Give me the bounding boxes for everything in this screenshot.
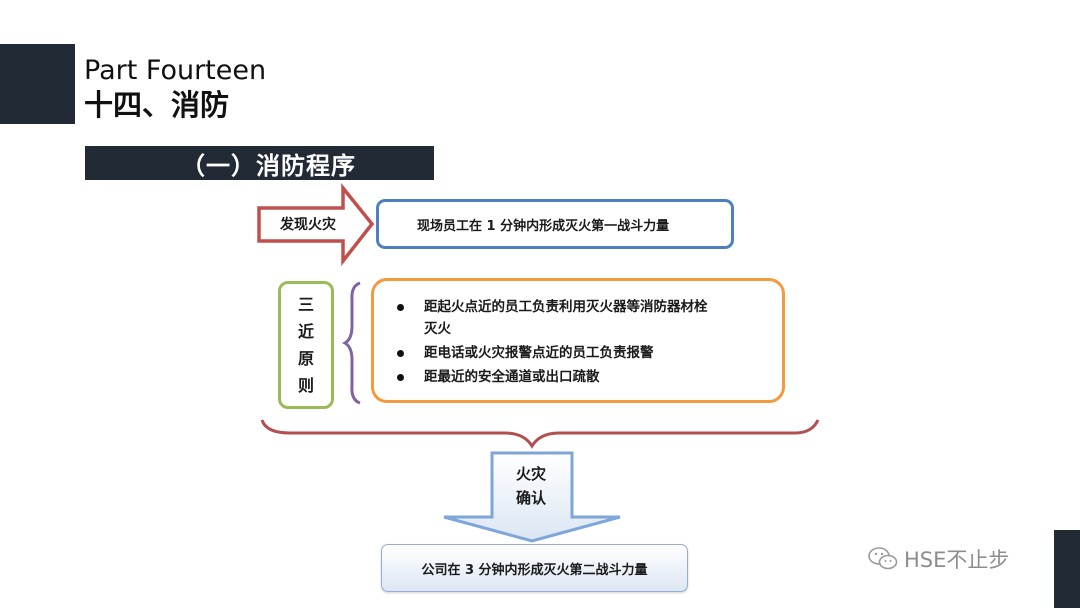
discover-fire-label: 发现火灾 bbox=[280, 217, 336, 233]
rule-item: 距最近的安全通道或出口疏散 bbox=[397, 365, 768, 389]
first-force-box: 现场员工在 1 分钟内形成灭火第一战斗力量 bbox=[376, 199, 734, 249]
first-force-text: 现场员工在 1 分钟内形成灭火第一战斗力量 bbox=[417, 218, 670, 234]
corner-accent-block bbox=[1054, 530, 1080, 608]
rule-item: 距起火点近的员工负责利用灭火器等消防器材栓 bbox=[397, 295, 768, 319]
wechat-icon bbox=[868, 547, 898, 570]
three-near-principle-box: 三 近 原 则 bbox=[278, 281, 334, 409]
second-force-text: 公司在 3 分钟内形成灭火第二战斗力量 bbox=[421, 562, 648, 578]
page-title-english: Part Fourteen bbox=[84, 55, 267, 86]
fire-confirm-line: 火灾 bbox=[515, 465, 546, 483]
confirm-arrow bbox=[443, 451, 621, 543]
principle-char: 原 bbox=[297, 348, 314, 368]
watermark: HSE不止步 bbox=[868, 544, 1009, 574]
principle-char: 三 bbox=[297, 294, 314, 314]
rule-item-continuation: 灭火 bbox=[424, 321, 451, 337]
second-force-box: 公司在 3 分钟内形成灭火第二战斗力量 bbox=[381, 544, 688, 592]
principle-char: 则 bbox=[297, 375, 314, 395]
left-brace bbox=[341, 281, 361, 405]
principle-char: 近 bbox=[297, 321, 314, 341]
discover-arrow bbox=[257, 183, 375, 267]
fire-confirm-line: 确认 bbox=[515, 489, 546, 507]
section-title: （一）消防程序 bbox=[181, 151, 356, 180]
merge-brace bbox=[260, 419, 820, 449]
rules-box: 距起火点近的员工负责利用灭火器等消防器材栓 灭火 距电话或火灾报警点近的员工负责… bbox=[371, 278, 785, 403]
rule-item: 距电话或火灾报警点近的员工负责报警 bbox=[397, 341, 768, 365]
page-title-chinese: 十四、消防 bbox=[84, 88, 230, 122]
title-accent-block bbox=[0, 44, 75, 124]
fire-confirm-label: 火灾 确认 bbox=[508, 462, 554, 510]
section-title-bar: （一）消防程序 bbox=[85, 146, 434, 180]
watermark-text: HSE不止步 bbox=[904, 548, 1010, 572]
